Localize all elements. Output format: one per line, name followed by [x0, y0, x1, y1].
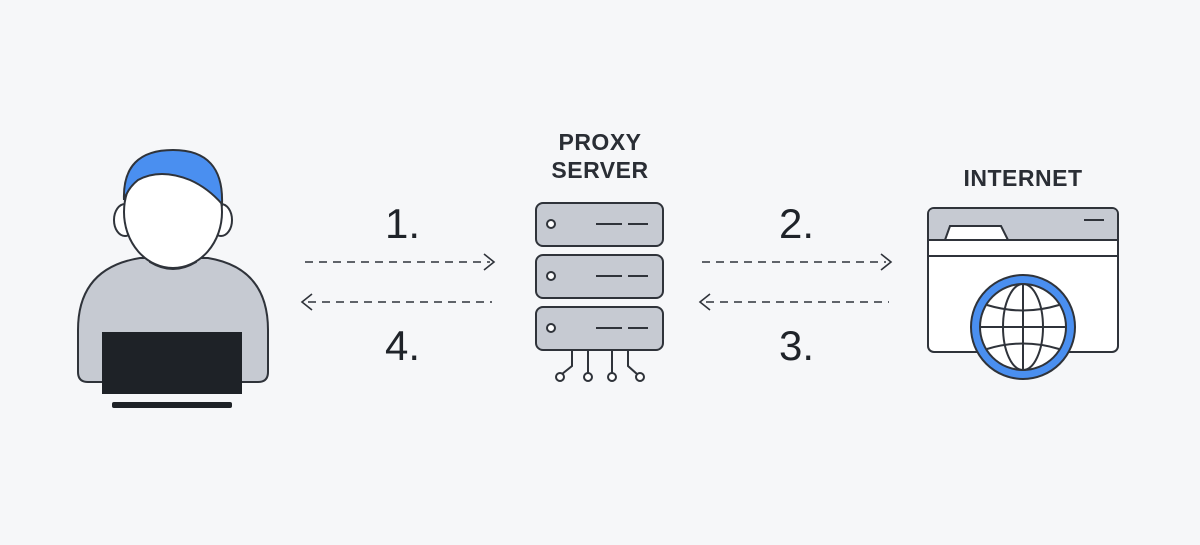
step-3: 3.: [779, 322, 815, 369]
internet-label: INTERNET: [963, 165, 1083, 191]
proxy-label-line2: SERVER: [551, 157, 649, 183]
proxy-label-line1: PROXY: [558, 129, 642, 155]
arrow-user-to-proxy: [305, 253, 496, 271]
server-rack-icon: [535, 202, 664, 382]
proxy-server-label: PROXY SERVER: [520, 128, 680, 184]
browser-globe-icon: [927, 207, 1119, 380]
user-with-laptop-icon: [77, 148, 269, 408]
arrow-proxy-to-internet: [702, 253, 893, 271]
arrow-proxy-to-user: [300, 293, 492, 311]
step-2: 2.: [779, 200, 815, 247]
step-1: 1.: [385, 200, 421, 247]
globe-icon: [970, 274, 1076, 380]
server-connectors: [555, 351, 645, 382]
step-4: 4.: [385, 322, 421, 369]
arrow-internet-to-proxy: [698, 293, 889, 311]
